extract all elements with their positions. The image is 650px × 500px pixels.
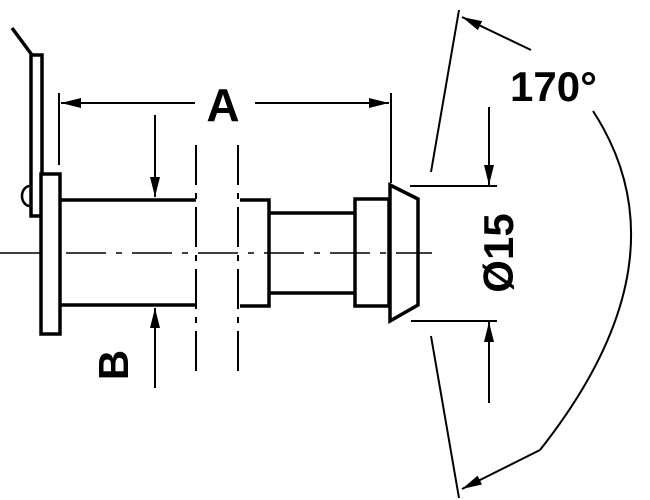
door-panel <box>10 26 44 218</box>
dimension-b-label: B <box>90 350 137 380</box>
diameter-label: Ø15 <box>475 213 522 292</box>
viewing-angle-label: 170° <box>510 63 597 110</box>
door-viewer-body <box>39 172 420 336</box>
viewing-angle <box>430 9 633 499</box>
diameter-dimension <box>410 107 497 403</box>
dimension-a-label: A <box>206 79 239 131</box>
break-lines <box>195 145 239 372</box>
dimension-a <box>58 93 392 183</box>
